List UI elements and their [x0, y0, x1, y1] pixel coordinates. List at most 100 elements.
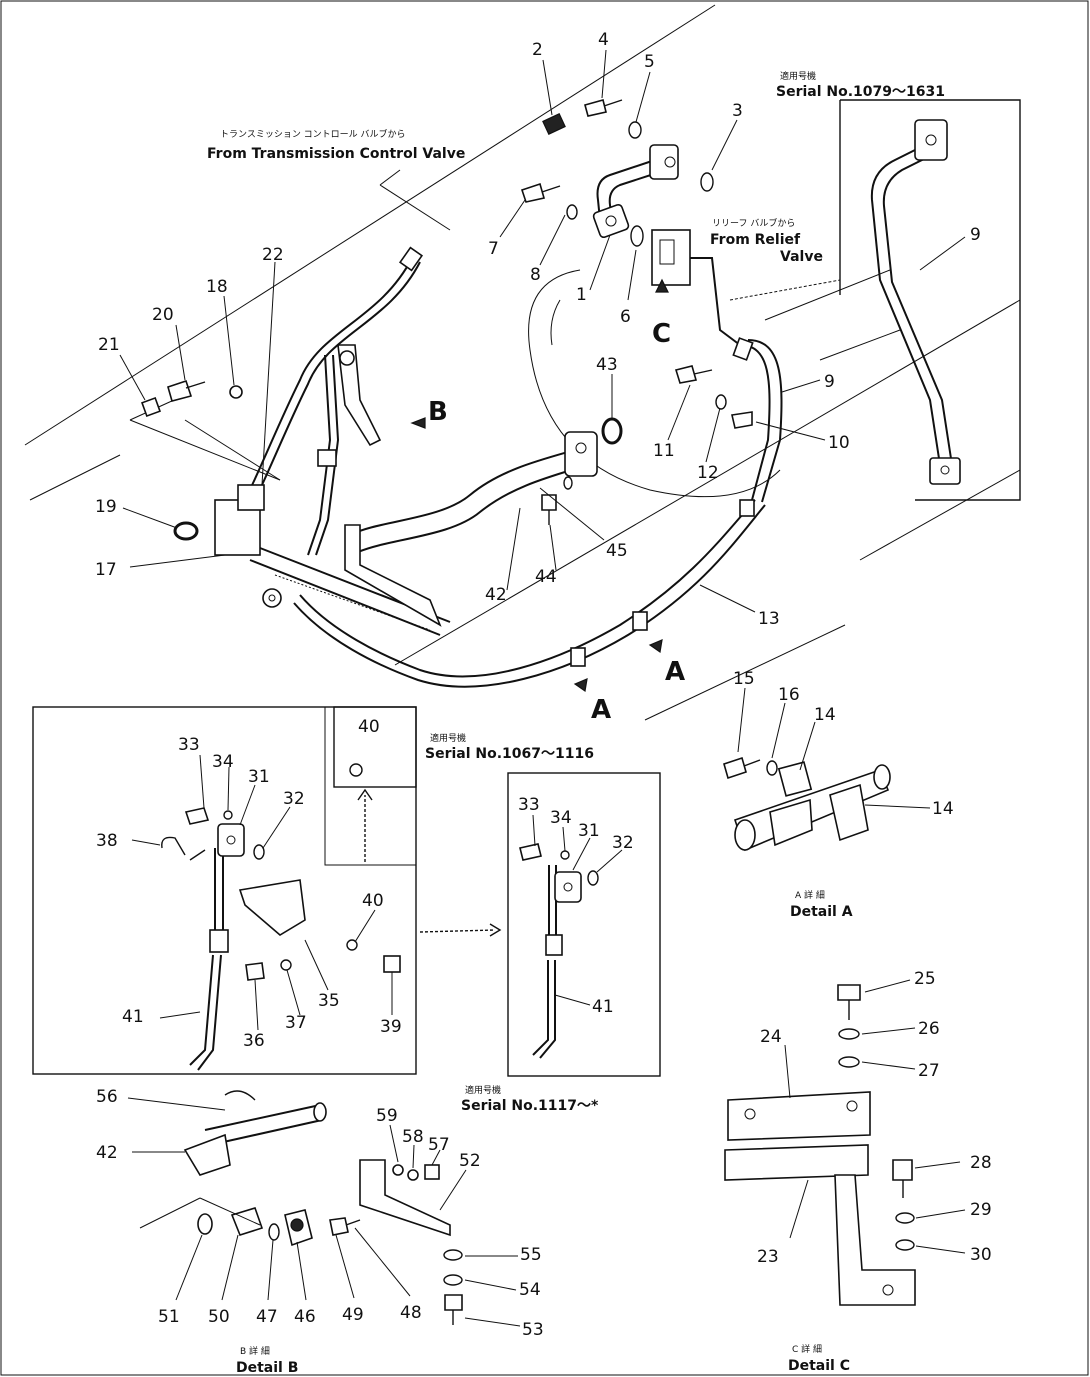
caption-serial-mid-jp: 適用号機 — [430, 732, 466, 744]
hose-22 — [244, 257, 413, 501]
caption-relief-1: From Relief — [710, 232, 801, 248]
part-label: 58 — [402, 1127, 424, 1147]
part-label: 33 — [518, 795, 540, 815]
hose-b — [307, 354, 332, 556]
part-label: 16 — [778, 685, 800, 705]
arrow-a1-icon — [648, 639, 663, 654]
part-label: 41 — [122, 1007, 144, 1027]
caption-serial-top-jp: 適用号機 — [780, 70, 816, 82]
part-label: 42 — [96, 1143, 118, 1163]
caption-detail-a: Detail A — [790, 904, 853, 920]
caption-serial-top: Serial No.1079～1631 — [776, 84, 945, 100]
body-outline-lines — [24, 4, 1021, 721]
arrow-b-icon — [410, 417, 426, 429]
part-label: 34 — [550, 808, 572, 828]
view-marker-a1: A — [665, 657, 685, 687]
part-label: 9 — [824, 372, 835, 392]
caption-serial-right: Serial No.1117～* — [461, 1098, 599, 1114]
pipe-42 — [349, 449, 576, 536]
part-label: 34 — [212, 752, 234, 772]
view-marker-b: B — [428, 397, 448, 427]
part-label: 7 — [488, 239, 499, 259]
part-label: 32 — [283, 789, 305, 809]
part-label: 40 — [362, 891, 384, 911]
caption-detail-b: Detail B — [236, 1360, 298, 1376]
part-label: 14 — [814, 705, 836, 725]
caption-transmission-jp: トランスミッション コントロール バルブから — [220, 128, 406, 140]
part-label: 50 — [208, 1307, 230, 1327]
part-label: 9 — [970, 225, 981, 245]
part-label: 59 — [376, 1106, 398, 1126]
pipe-1-upper — [596, 159, 656, 221]
part-label: 57 — [428, 1135, 450, 1155]
pipe-13 — [299, 499, 756, 678]
part-label: 6 — [620, 307, 631, 327]
part-label: 29 — [970, 1200, 992, 1220]
part-label: 22 — [262, 245, 284, 265]
part-label: 49 — [342, 1305, 364, 1325]
part-label: 42 — [485, 585, 507, 605]
pipe-9-inset — [870, 144, 941, 466]
part-label: 14 — [932, 799, 954, 819]
part-label: 55 — [520, 1245, 542, 1265]
caption-detail-a-jp: A 詳 細 — [795, 889, 825, 901]
part-label: 33 — [178, 735, 200, 755]
part-label: 41 — [592, 997, 614, 1017]
part-label: 11 — [653, 441, 675, 461]
part-label: 48 — [400, 1303, 422, 1323]
detail-b-illustration — [139, 763, 599, 1325]
inset-frame-serial-top — [840, 99, 1021, 501]
view-marker-c: C — [652, 319, 671, 349]
part-label: 44 — [535, 567, 557, 587]
caption-detail-c-jp: C 詳 細 — [792, 1343, 822, 1355]
detail-c-illustration — [724, 984, 916, 1306]
o-ring-43 — [601, 417, 623, 445]
part-label: 54 — [519, 1280, 541, 1300]
part-label: 39 — [380, 1017, 402, 1037]
small-parts-main — [141, 99, 753, 541]
caption-detail-c: Detail C — [788, 1358, 850, 1374]
flange-top — [649, 144, 679, 180]
caption-relief-2: Valve — [780, 249, 823, 265]
caption-relief-jp: リリーフ バルブから — [712, 217, 795, 229]
view-marker-a2: A — [591, 695, 611, 725]
part-label: 25 — [914, 969, 936, 989]
part-label: 40 — [358, 717, 380, 737]
part-label: 28 — [970, 1153, 992, 1173]
caption-detail-b-jp: B 詳 細 — [240, 1345, 270, 1357]
o-ring-19 — [173, 521, 199, 541]
part-label: 12 — [697, 463, 719, 483]
part-label: 8 — [530, 265, 541, 285]
part-label: 24 — [760, 1027, 782, 1047]
part-label: 18 — [206, 277, 228, 297]
arrow-a2-icon — [573, 678, 588, 693]
part-label: 23 — [757, 1247, 779, 1267]
view-arrows — [410, 278, 669, 693]
part-label: 43 — [596, 355, 618, 375]
bracket-b — [344, 524, 442, 627]
part-label: 21 — [98, 335, 120, 355]
part-label: 19 — [95, 497, 117, 517]
detail-b-frame — [32, 706, 417, 1075]
part-label: 53 — [522, 1320, 544, 1340]
part-label: 3 — [732, 101, 743, 121]
part-label: 31 — [578, 821, 600, 841]
part-label: 46 — [294, 1307, 316, 1327]
part-label: 26 — [918, 1019, 940, 1039]
flange-1 — [592, 203, 630, 239]
part-label: 31 — [248, 767, 270, 787]
arrow-c-icon — [655, 278, 669, 293]
inset-frame-40 — [333, 706, 417, 788]
bracket-23 — [834, 1174, 916, 1306]
part-label: 27 — [918, 1061, 940, 1081]
part-label: 1 — [576, 285, 587, 305]
part-label: 51 — [158, 1307, 180, 1327]
part-label: 38 — [96, 831, 118, 851]
part-label: 52 — [459, 1151, 481, 1171]
part-label: 45 — [606, 541, 628, 561]
part-label: 5 — [644, 52, 655, 72]
part-label: 10 — [828, 433, 850, 453]
detail-a-illustration — [723, 756, 891, 852]
